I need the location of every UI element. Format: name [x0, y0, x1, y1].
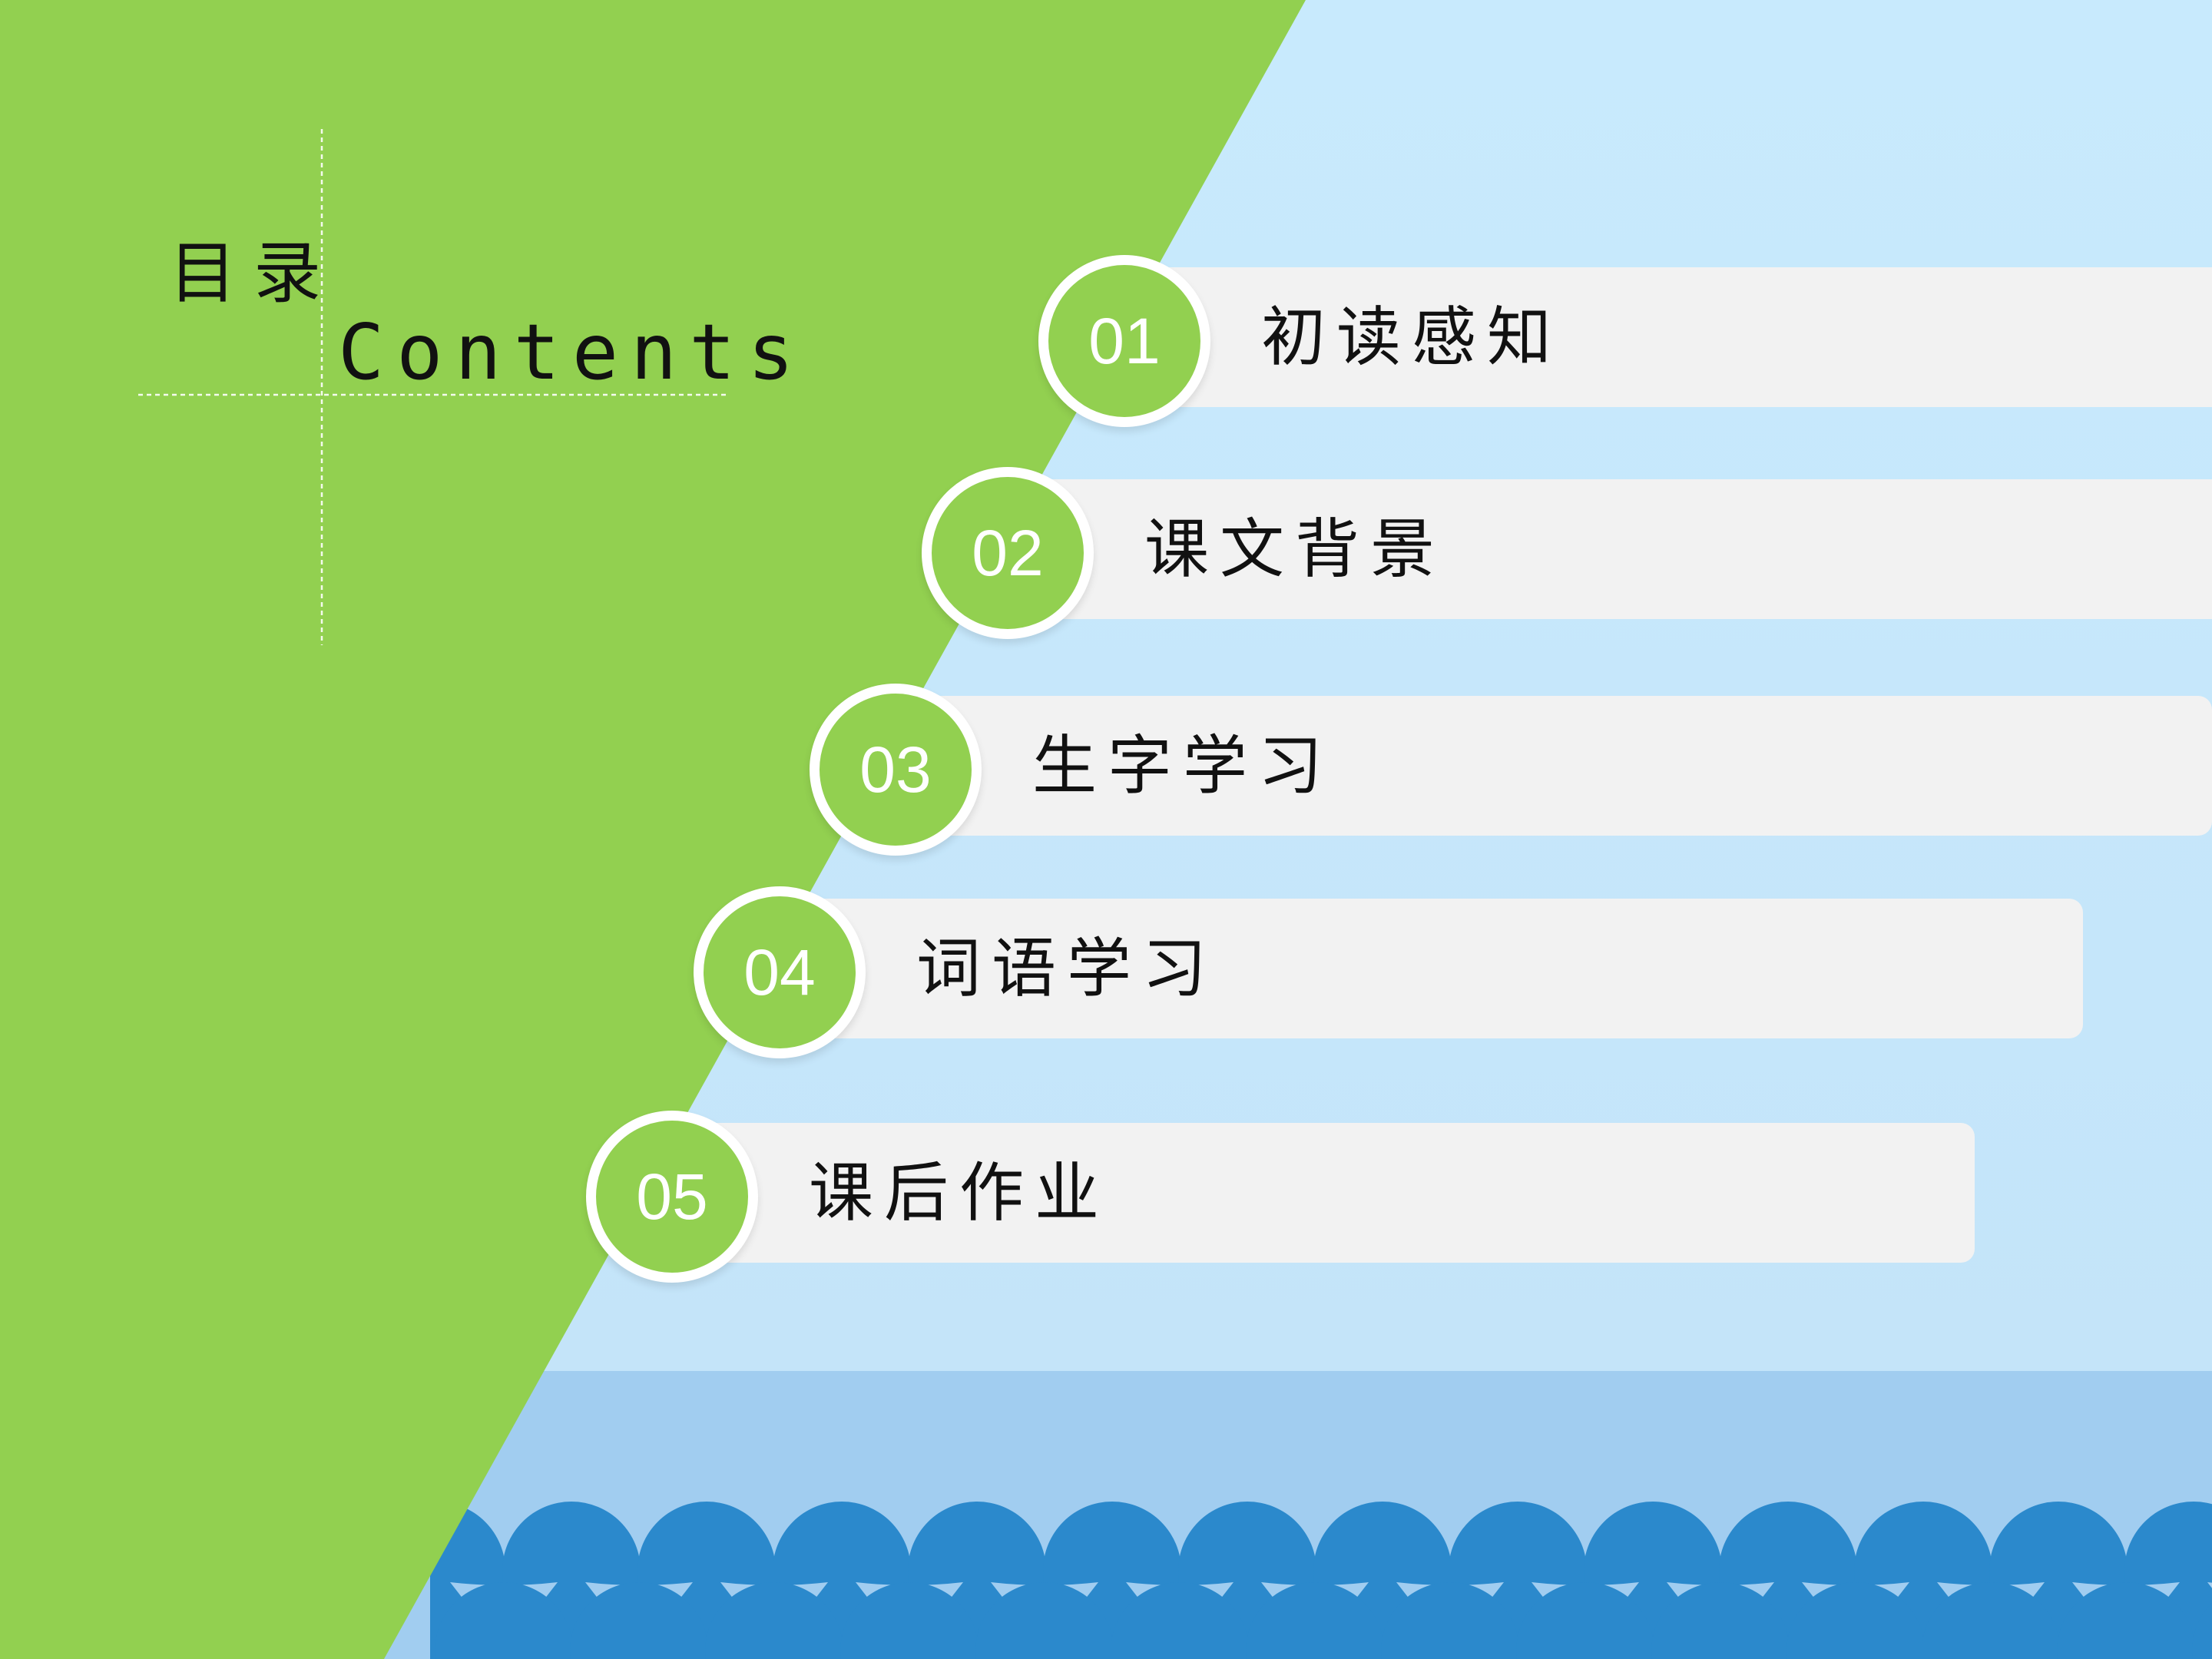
wave-scallop [2192, 1602, 2212, 1659]
menu-item-label: 课后作业 [809, 1155, 1111, 1230]
green-diagonal-panel [0, 0, 1306, 1659]
menu-item-number: 04 [694, 886, 866, 1058]
menu-item-card [654, 1123, 1975, 1263]
menu-item-1[interactable]: 01 初读感知 [1038, 255, 2212, 427]
menu-item-label: 课文背景 [1144, 512, 1446, 587]
menu-item-number: 05 [586, 1111, 758, 1283]
wave-scallop [1381, 1582, 1519, 1659]
menu-item-3[interactable]: 03 生字学习 [810, 684, 2212, 856]
wave-scallop [1651, 1582, 1790, 1659]
wave-scallop [1922, 1582, 2060, 1659]
menu-item-label: 词语学习 [916, 931, 1218, 1006]
menu-item-4[interactable]: 04 词语学习 [694, 886, 2083, 1058]
wave-scallop [705, 1582, 843, 1659]
wave-scallop [570, 1582, 708, 1659]
wave-scallop [840, 1582, 979, 1659]
wave-scallop [1786, 1582, 1925, 1659]
menu-item-5[interactable]: 05 课后作业 [586, 1111, 1975, 1283]
wave-pattern [430, 1502, 2212, 1659]
menu-item-card [877, 696, 2212, 836]
menu-item-card [761, 899, 2083, 1038]
menu-item-number: 01 [1038, 255, 1210, 427]
heading-title-zh: 目录 [169, 233, 339, 313]
menu-item-number: 02 [922, 467, 1094, 639]
menu-item-card [989, 479, 2212, 619]
wave-gap [2207, 1582, 2212, 1588]
wave-scallop [2057, 1582, 2195, 1659]
menu-item-label: 生字学习 [1032, 728, 1334, 803]
heading-title-en: Contents [338, 307, 806, 397]
wave-scallop [1516, 1582, 1654, 1659]
wave-scallop [1246, 1582, 1384, 1659]
menu-item-label: 初读感知 [1261, 300, 1563, 375]
wave-scallop [1111, 1582, 1249, 1659]
menu-item-card [1106, 267, 2212, 407]
wave-scallop [435, 1582, 573, 1659]
wave-scallop [975, 1582, 1114, 1659]
menu-item-number: 03 [810, 684, 982, 856]
menu-item-2[interactable]: 02 课文背景 [922, 467, 2212, 639]
